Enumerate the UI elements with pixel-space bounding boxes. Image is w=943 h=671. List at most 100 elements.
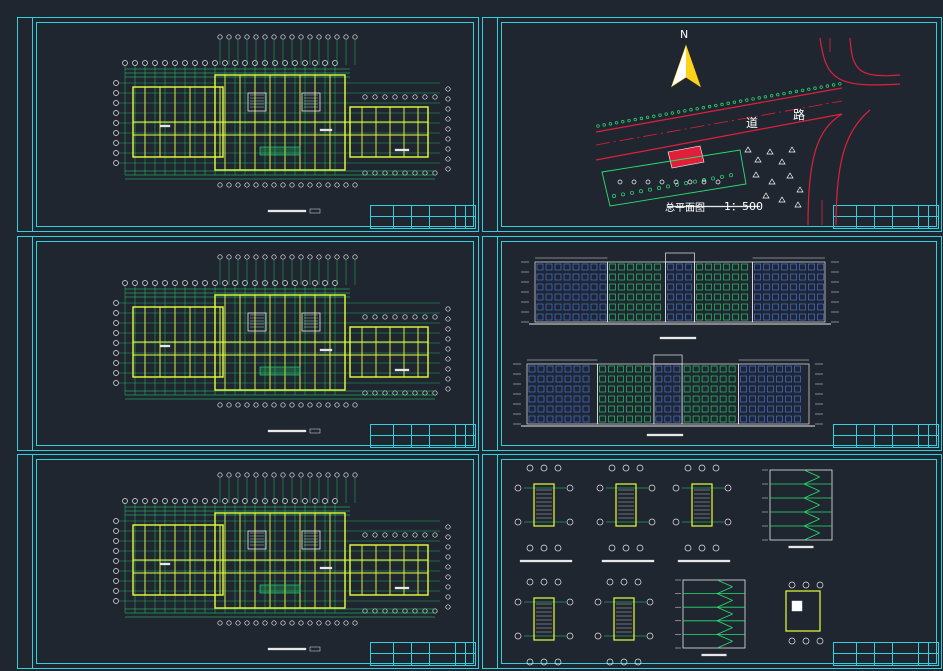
- plan-1-axis-bubble: [262, 34, 268, 40]
- elevation-rear-window: [767, 375, 774, 383]
- stair-section-1-flight: [803, 504, 820, 513]
- elevation-rear-window: [785, 405, 792, 413]
- sheet-elevations[interactable]: [482, 236, 942, 451]
- elevation-rear-window: [758, 365, 765, 373]
- elevation-front-window: [609, 313, 616, 321]
- plan-2-caption-scale: [309, 428, 321, 434]
- stair-plan-a-stair-well: [533, 483, 555, 527]
- elevation-front-window: [563, 313, 571, 321]
- elevation-rear-window: [767, 415, 774, 423]
- elevation-front-window: [772, 293, 779, 301]
- plan-3-axis-bubble: [253, 620, 259, 626]
- stair-plan-d-stair-well: [533, 597, 555, 641]
- elevation-rear-window: [776, 405, 783, 413]
- elevation-rear-window: [692, 385, 700, 393]
- plan-1-axis-bubble: [235, 182, 241, 188]
- hedge-dot: [807, 87, 811, 91]
- tree: [657, 186, 661, 190]
- stair-plan-d-axis-bubble: [566, 598, 574, 606]
- hedge-dot: [757, 96, 761, 100]
- title-block: [833, 642, 939, 666]
- sheet-inner-frame: [501, 22, 937, 227]
- elevation-rear-window: [635, 365, 642, 373]
- plan-1-axis-bubble: [113, 140, 119, 146]
- sheet-plan-2[interactable]: [17, 236, 479, 451]
- elevation-rear-window: [655, 405, 663, 413]
- elevation-rear-window: [740, 395, 747, 403]
- elevation-front-window: [772, 283, 779, 291]
- plan-3-axis-bubble: [445, 554, 451, 560]
- elevation-rear-window: [626, 415, 633, 423]
- elevation-front-window: [618, 263, 625, 271]
- elevation-caption-bar: [659, 336, 697, 340]
- road-label-2: 路: [793, 108, 806, 122]
- stair-plan-c-axis-bubble: [712, 544, 720, 552]
- plan-2-axis-bubble: [182, 280, 188, 286]
- stair-plan-e-stair-well: [613, 597, 635, 641]
- sheet-plan-3[interactable]: [17, 454, 479, 669]
- plan-1-axis-bubble: [312, 60, 318, 66]
- north-label: N: [680, 28, 689, 41]
- elevation-rear-window: [617, 415, 624, 423]
- elevation-rear-window: [749, 405, 756, 413]
- elevation-front-window: [590, 293, 598, 301]
- plan-3-axis-bubble: [312, 498, 318, 504]
- stair-section-2-flight: [716, 600, 733, 608]
- plan-2-axis-bubble: [325, 402, 331, 408]
- elevation-front-window: [763, 313, 770, 321]
- elevation-rear-window: [767, 405, 774, 413]
- plan-1-axis-bubble: [132, 60, 138, 66]
- hedge-dot: [732, 100, 737, 104]
- elevation-rear-window: [635, 415, 642, 423]
- elevation-front-window: [732, 293, 739, 301]
- stair-section-1-flight: [803, 490, 820, 499]
- plan-2-axis-bubble: [307, 254, 313, 260]
- plan-1-axis-bubble: [242, 60, 248, 66]
- plan-2-axis-bubble: [343, 402, 349, 408]
- elevation-rear-window: [528, 405, 536, 413]
- hedge-dot: [745, 98, 749, 102]
- elevation-rear-window: [719, 405, 727, 413]
- plan-3-axis-bubble: [113, 558, 119, 564]
- parking-marker: [673, 179, 679, 185]
- plan-3-axis-bubble: [445, 594, 451, 600]
- plan-3-axis-bubble: [232, 498, 238, 504]
- plan-2-axis-bubble: [280, 254, 286, 260]
- elevation-front-window: [554, 263, 562, 271]
- stair-section-2-flight: [716, 586, 733, 594]
- elevation-rear-window: [582, 395, 590, 403]
- elevation-rear-window: [701, 395, 709, 403]
- hedge-dot: [676, 110, 681, 114]
- stair-plan-b-axis-bubble: [608, 544, 616, 552]
- elevation-front-window: [654, 283, 661, 291]
- sheet-site-plan[interactable]: [482, 17, 942, 232]
- plan-2-axis-bubble: [242, 280, 248, 286]
- sheet-plan-1[interactable]: [17, 17, 479, 232]
- plan-3-axis-bubble: [362, 532, 368, 538]
- elevation-rear-window: [537, 415, 545, 423]
- road-edge: [595, 87, 843, 133]
- sheet-details[interactable]: [482, 454, 942, 669]
- hedge-dot: [819, 85, 823, 89]
- title-block: [833, 424, 939, 448]
- elevation-rear-window: [776, 375, 783, 383]
- plan-1-axis-bubble: [343, 182, 349, 188]
- plan-3-axis-bubble: [432, 532, 438, 538]
- plan-3-axis-bubble: [316, 620, 322, 626]
- plan-2-axis-bubble: [402, 314, 408, 320]
- plan-2-axis-bubble: [445, 316, 451, 322]
- plan-1-axis-bubble: [343, 34, 349, 40]
- elevation-front-window: [536, 303, 544, 311]
- elevation-front-window: [763, 273, 770, 281]
- plan-1-axis-bubble: [412, 170, 418, 176]
- elevation-rear-window: [528, 375, 536, 383]
- stair-plan-e-axis-bubble: [606, 578, 614, 586]
- stair-plan-c-axis-bubble: [724, 518, 732, 526]
- stair-plan-d-axis-bubble: [554, 658, 562, 666]
- plan-1-axis-bubble: [316, 182, 322, 188]
- stair-plan-b-stair-well: [615, 483, 637, 527]
- elevation-front-window: [554, 283, 562, 291]
- elevation-front-window: [763, 283, 770, 291]
- elevation-rear-window: [564, 365, 572, 373]
